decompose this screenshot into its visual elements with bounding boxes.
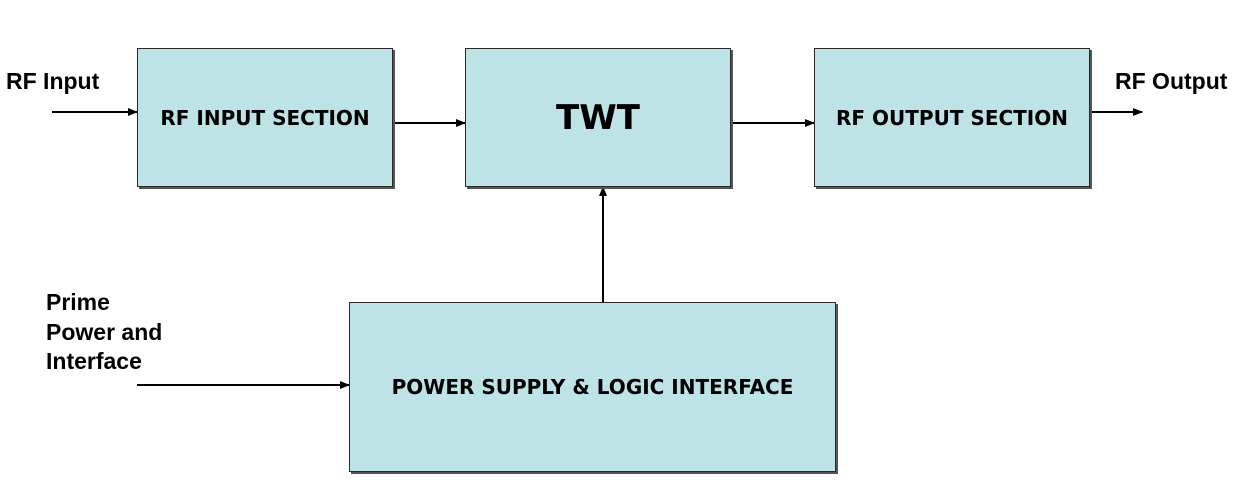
rf-output-section-block: RF OUTPUT SECTION: [814, 48, 1090, 187]
power-supply-logic-interface-block: POWER SUPPLY & LOGIC INTERFACE: [349, 302, 836, 472]
rf-input-label: RF Input: [6, 68, 100, 94]
prime-power-label-line-1: Prime: [46, 289, 110, 315]
twt-label: TWT: [556, 97, 640, 138]
prime-power-label-line-3: Interface: [46, 348, 142, 374]
rf-input-section-block: RF INPUT SECTION: [137, 48, 393, 187]
rf-output-section-label: RF OUTPUT SECTION: [836, 105, 1068, 130]
rf-input-section-label: RF INPUT SECTION: [160, 105, 370, 130]
power-supply-label: POWER SUPPLY & LOGIC INTERFACE: [391, 375, 794, 399]
twt-block: TWT: [465, 48, 731, 187]
prime-power-label-line-2: Power and: [46, 319, 163, 345]
rf-output-label: RF Output: [1115, 68, 1228, 94]
